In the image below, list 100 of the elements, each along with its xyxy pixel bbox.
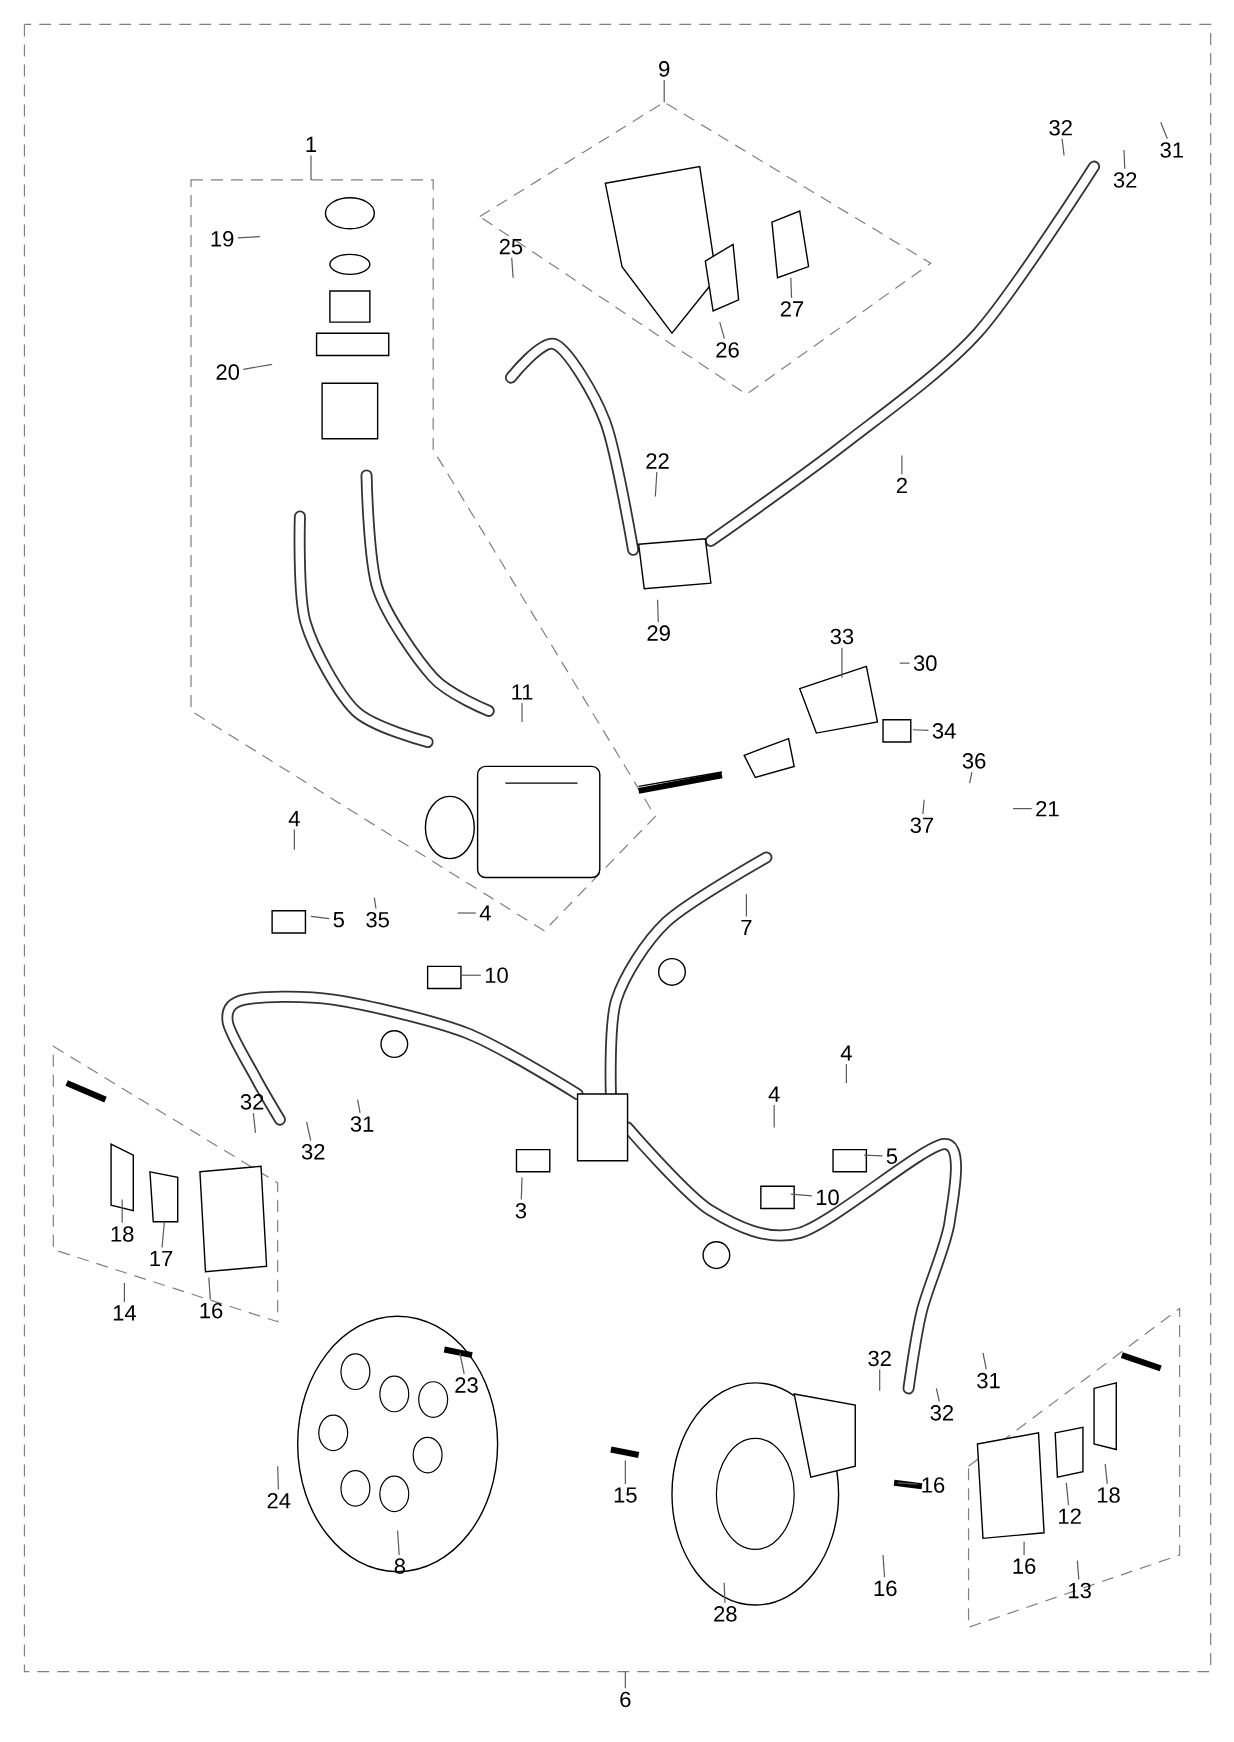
leader-line [237, 236, 261, 239]
callout-number: 19 [211, 231, 234, 247]
callout-number: 32 [1049, 120, 1072, 136]
callout-number: 10 [816, 1189, 839, 1206]
leader-line [663, 79, 665, 103]
leader-line [879, 1369, 881, 1392]
callout-number: 18 [111, 1226, 134, 1242]
callout-number: 1 [306, 136, 317, 152]
callout-number: 34 [932, 723, 956, 739]
callout-number: 4 [479, 905, 491, 921]
leader-line [773, 1104, 775, 1128]
leader-line [882, 1554, 886, 1578]
callout-number: 17 [150, 1250, 173, 1267]
leader-line [901, 454, 903, 475]
callout-number: 10 [485, 967, 508, 983]
leader-line [208, 1276, 211, 1301]
callout-number: 5 [886, 1148, 898, 1164]
callout-number: 16 [200, 1302, 223, 1319]
leader-line [896, 1482, 918, 1485]
callout-number: 27 [780, 301, 804, 317]
callout-number: 25 [499, 238, 523, 255]
callout-number: 31 [1160, 142, 1183, 158]
leader-line [899, 662, 911, 664]
leader-line [935, 1387, 940, 1403]
leader-line [745, 893, 747, 918]
callout-number: 35 [366, 911, 389, 928]
leader-line [397, 1530, 400, 1556]
leader-line [1123, 149, 1126, 170]
leader-line [460, 974, 482, 976]
leader-line [624, 1460, 626, 1485]
leader-line [863, 1154, 883, 1157]
callout-number: 26 [716, 342, 739, 358]
leader-line [242, 363, 273, 370]
callout-number: 11 [512, 684, 533, 700]
callout-number: 32 [301, 1144, 325, 1160]
callout-number: 20 [216, 364, 240, 380]
callout-number: 18 [1097, 1487, 1120, 1503]
leader-line [1012, 808, 1033, 810]
leader-line [790, 277, 793, 299]
callout-number: 15 [614, 1487, 637, 1503]
leader-line [719, 321, 725, 340]
callout-number: 4 [840, 1045, 852, 1061]
callout-number: 30 [913, 655, 937, 671]
callout-number: 22 [646, 453, 669, 469]
leader-line [277, 1465, 280, 1491]
callout-number: 31 [977, 1372, 1000, 1389]
callout-number: 4 [768, 1086, 780, 1102]
callout-number: 7 [741, 919, 752, 935]
leader-line [845, 1063, 847, 1084]
leader-line [1076, 1559, 1080, 1580]
callout-number: 6 [620, 1691, 631, 1708]
leader-line [521, 702, 523, 723]
leader-line [982, 1352, 987, 1371]
leader-line [252, 1112, 257, 1134]
callout-number: 33 [830, 628, 854, 645]
leader-line [511, 257, 514, 279]
callout-number: 32 [240, 1094, 264, 1110]
callout-number: 9 [659, 61, 670, 77]
callout-number: 13 [1069, 1582, 1091, 1599]
callout-number: 16 [874, 1580, 897, 1597]
callout-number: 5 [333, 912, 344, 928]
leader-line [305, 1121, 312, 1142]
leader-line [310, 915, 330, 920]
callout-number: 12 [1059, 1508, 1081, 1524]
leader-line [1160, 121, 1168, 140]
callout-number: 2 [896, 477, 907, 494]
leader-line [457, 912, 477, 914]
callout-number: 37 [910, 817, 934, 834]
callout-number: 32 [930, 1405, 953, 1421]
callout-number: 3 [515, 1202, 527, 1219]
leader-line [790, 1193, 813, 1197]
leader-line [969, 771, 973, 784]
callout-number: 23 [455, 1377, 478, 1393]
callout-number: 21 [1036, 800, 1059, 817]
leader-line [373, 896, 377, 910]
leader-line [654, 471, 658, 498]
callout-number: 4 [288, 811, 300, 827]
leader-line [520, 1176, 523, 1201]
callout-number: 31 [350, 1116, 374, 1132]
leader-line [310, 154, 312, 181]
callout-number: 32 [868, 1350, 891, 1367]
leader-line [1023, 1541, 1025, 1556]
callout-number: 28 [714, 1606, 737, 1622]
callout-number: 29 [647, 625, 670, 641]
callout-number: 14 [113, 1305, 136, 1321]
leader-line [841, 647, 843, 679]
callout-number: 16 [1013, 1558, 1036, 1574]
leader-line [123, 1282, 125, 1303]
callout-number: 16 [922, 1477, 945, 1493]
leader-line [1061, 138, 1065, 157]
leader-line [1065, 1482, 1070, 1506]
leader-line [357, 1099, 361, 1114]
leader-line [656, 599, 659, 623]
callout-number: 24 [267, 1492, 291, 1509]
leader-line [161, 1221, 165, 1249]
leader-line [1104, 1463, 1108, 1485]
leader-line [624, 1671, 626, 1689]
leader-line [293, 829, 295, 851]
leader-line [723, 1582, 726, 1604]
callout-number: 32 [1113, 172, 1137, 188]
